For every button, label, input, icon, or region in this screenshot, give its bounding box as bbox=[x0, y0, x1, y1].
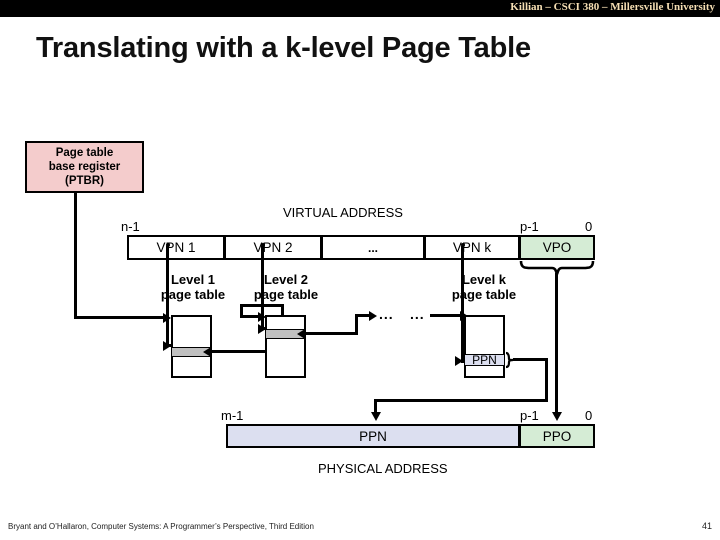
physical-address-caption: PHYSICAL ADDRESS bbox=[318, 461, 448, 476]
pa-bit-label-zero: 0 bbox=[585, 408, 593, 423]
va-bit-label-p-minus-1: p-1 bbox=[520, 219, 539, 234]
pt1-to-pt2-horizontal bbox=[211, 350, 283, 353]
page-table-k-label: Level k page table bbox=[439, 272, 529, 302]
va-field-vpn2: VPN 2 bbox=[224, 235, 322, 260]
va-field-vpo-label: VPO bbox=[542, 240, 572, 255]
page-table-k-ppn-label: PPN bbox=[472, 353, 497, 367]
va-field-vpo: VPO bbox=[519, 235, 595, 260]
pa-field-ppn-label: PPN bbox=[359, 428, 387, 444]
ptbr-connector-horizontal bbox=[74, 316, 166, 319]
virtual-address-caption: VIRTUAL ADDRESS bbox=[283, 205, 403, 220]
va-field-middle-ellipsis-label: ... bbox=[367, 240, 378, 255]
page-table-k-line-1: Level k bbox=[461, 272, 507, 287]
page-table-2-selected-entry bbox=[266, 329, 305, 339]
page-table-1-box bbox=[171, 315, 212, 378]
ptbr-line-3: (PTBR) bbox=[65, 175, 104, 187]
ppn-route-vertical-left bbox=[374, 399, 377, 415]
vpo-brace bbox=[519, 260, 595, 277]
va-field-vpnk: VPN k bbox=[424, 235, 520, 260]
page-table-1-label: Level 1 page table bbox=[148, 272, 238, 302]
va-field-vpn2-label: VPN 2 bbox=[253, 240, 293, 255]
ptbr-box: Page table base register (PTBR) bbox=[25, 141, 144, 193]
page-table-k-box bbox=[464, 315, 505, 378]
page-table-2-entry-arrowhead bbox=[297, 329, 305, 339]
footer-citation: Bryant and O’Hallaron, Computer Systems:… bbox=[8, 522, 314, 531]
va-bit-label-zero: 0 bbox=[585, 219, 593, 234]
chain-ellipsis-second: ... bbox=[410, 306, 425, 322]
pa-bit-label-p-minus-1: p-1 bbox=[520, 408, 539, 423]
pa-bit-label-m-minus-1: m-1 bbox=[221, 408, 244, 423]
page-table-2-line-1: Level 2 bbox=[263, 272, 309, 287]
pt2-out-horizontal bbox=[305, 332, 358, 335]
page-table-1-line-2: page table bbox=[160, 287, 226, 302]
page-table-1-entry-arrowhead bbox=[203, 347, 211, 357]
page-table-2-label: Level 2 page table bbox=[241, 272, 331, 302]
pt1-to-pt2-top-horizontal bbox=[240, 304, 284, 307]
va-field-vpnk-label: VPN k bbox=[452, 240, 492, 255]
pt2-out-arrowhead bbox=[369, 311, 377, 321]
va-field-middle-ellipsis: ... bbox=[321, 235, 425, 260]
vpo-to-ppo-arrowhead bbox=[551, 412, 562, 421]
vpn2-drop-arrowhead bbox=[258, 324, 266, 334]
chain-ellipsis-first: ... bbox=[379, 306, 394, 322]
page-table-k-ppn-entry: PPN bbox=[465, 353, 504, 367]
vpnk-drop-arrowhead bbox=[455, 356, 463, 366]
vpn1-drop-arrowhead bbox=[163, 341, 171, 351]
pt2-feed-horizontal bbox=[240, 315, 262, 318]
vpnk-drop-line bbox=[461, 246, 464, 362]
vpn1-drop-line bbox=[166, 246, 169, 345]
va-vpn1-tap-dot bbox=[166, 243, 170, 247]
va-field-vpn1: VPN 1 bbox=[127, 235, 225, 260]
pt2-out-top-horizontal bbox=[355, 314, 373, 317]
vpn2-drop-line bbox=[261, 246, 264, 328]
ppn-route-horizontal-top bbox=[513, 358, 548, 361]
va-vpn2-tap-dot bbox=[261, 243, 265, 247]
page-table-k-line-2: page table bbox=[451, 287, 517, 302]
ptbr-line-2: base register bbox=[48, 161, 121, 173]
page-table-1-selected-entry bbox=[172, 347, 211, 357]
pt2-feed-vertical bbox=[240, 304, 243, 318]
top-banner bbox=[0, 0, 720, 17]
ppn-route-arrowhead bbox=[370, 412, 381, 421]
banner-course-label: Killian – CSCI 380 – Millersville Univer… bbox=[510, 1, 715, 13]
pt2-out-vertical bbox=[355, 314, 358, 335]
page-table-2-box bbox=[265, 315, 306, 378]
ppn-route-horizontal-bottom bbox=[374, 399, 548, 402]
page-title: Translating with a k-level Page Table bbox=[36, 32, 531, 64]
va-field-vpn1-label: VPN 1 bbox=[156, 240, 196, 255]
pa-field-ppo: PPO bbox=[519, 424, 595, 448]
va-bit-label-n-minus-1: n-1 bbox=[121, 219, 140, 234]
ppn-route-vertical-right bbox=[545, 358, 548, 402]
ellipsis-to-ptk-horizontal bbox=[430, 314, 465, 317]
page-table-2-line-2: page table bbox=[253, 287, 319, 302]
vpo-to-ppo-line bbox=[555, 273, 558, 414]
ptbr-connector-vertical bbox=[74, 193, 77, 318]
pa-field-ppo-label: PPO bbox=[542, 428, 572, 444]
page-table-1-line-1: Level 1 bbox=[170, 272, 216, 287]
pa-field-ppn: PPN bbox=[226, 424, 520, 448]
pt2-feed-arrowhead bbox=[258, 312, 266, 322]
va-vpnk-tap-dot bbox=[461, 243, 465, 247]
footer-page-number: 41 bbox=[701, 521, 712, 531]
ptbr-line-1: Page table bbox=[55, 147, 114, 159]
